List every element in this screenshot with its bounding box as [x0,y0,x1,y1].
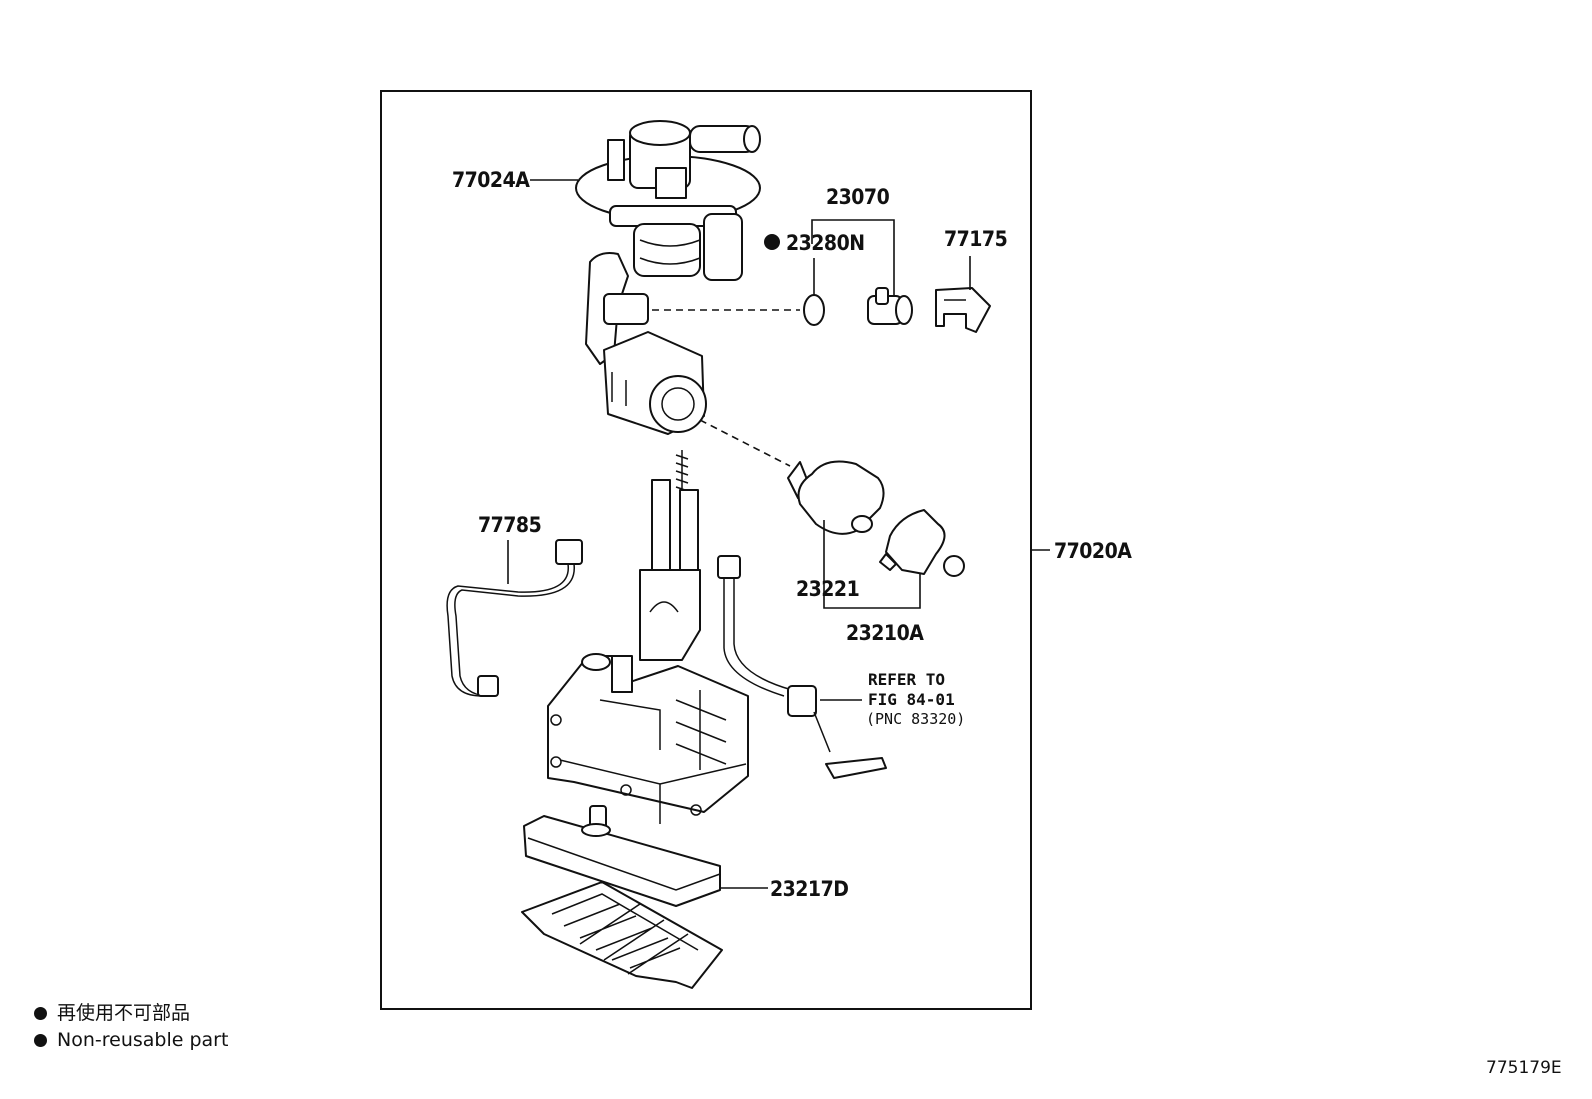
figure-code: 775179E [1486,1058,1562,1078]
label-77175: 77175 [944,227,1007,251]
legend-en-text: Non-reusable part [57,1029,229,1051]
legend-row-en: Non-reusable part [34,1027,228,1054]
label-77020A: 77020A [1054,539,1132,563]
filled-circle-icon [764,234,780,250]
sub-tank [547,653,749,824]
refer-line-2: FIG 84-01 [868,690,955,709]
filled-circle-icon [34,1034,47,1047]
fuel-pump [787,460,885,535]
label-23221: 23221 [796,577,859,601]
label-77785: 77785 [478,513,541,537]
o-ring [803,294,825,326]
guide-rails [639,450,701,661]
label-23280N: 23280N [786,231,865,255]
legend: 再使用不可部品 Non-reusable part [34,1000,228,1054]
fuel-pump-flange [575,120,761,281]
legend-jp-text: 再使用不可部品 [57,1002,191,1024]
legend-row-jp: 再使用不可部品 [34,1000,228,1027]
pressure-regulator [867,287,913,325]
wire-harness [446,539,583,697]
fuel-filter [521,805,723,989]
fuel-sender-gauge [717,555,887,779]
label-23210A: 23210A [846,621,924,645]
refer-line-3: (PNC 83320) [866,710,965,728]
label-77024A: 77024A [452,168,530,192]
pump-cushion [879,509,965,577]
label-23217D: 23217D [770,877,848,901]
pump-holder-bracket [585,252,707,435]
retainer-clip [935,287,991,333]
refer-line-1: REFER TO [868,670,945,689]
label-23070: 23070 [826,185,890,209]
filled-circle-icon [34,1007,47,1020]
